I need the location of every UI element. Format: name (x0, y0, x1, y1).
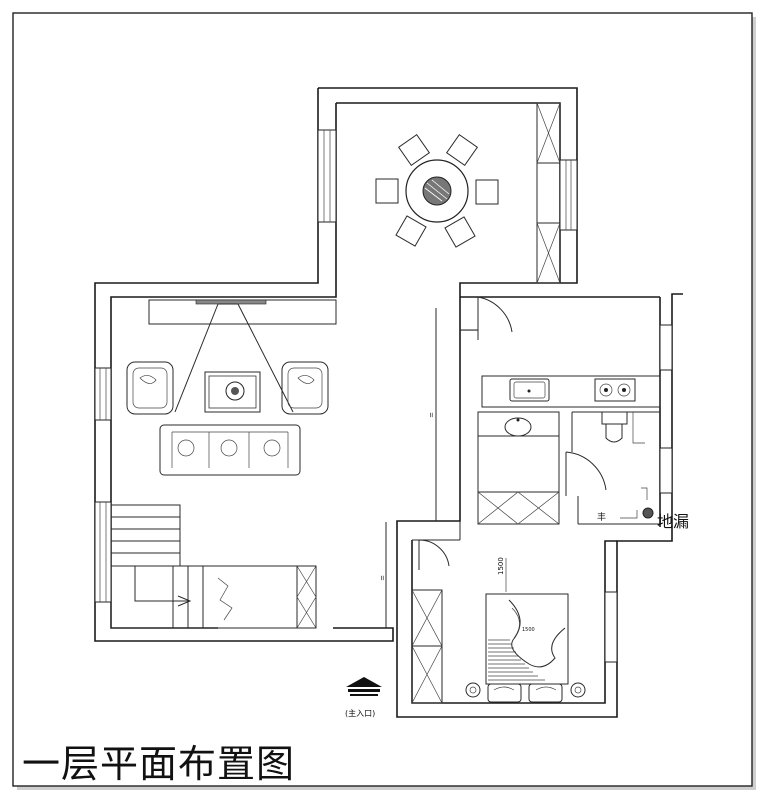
staircase (110, 504, 317, 629)
svg-text:丰: 丰 (597, 511, 606, 523)
entrance-marker: (主入口) (345, 677, 382, 718)
svg-text:=: = (378, 575, 386, 581)
dining-chairs (375, 133, 499, 248)
bed: 1500 (465, 593, 586, 703)
main-entrance-label: (主入口) (345, 708, 375, 718)
living-room: = = (126, 299, 437, 628)
bed-label: 1500 (522, 627, 535, 633)
page-border (12, 12, 753, 787)
page-title: 一层平面布置图 (22, 742, 296, 786)
windows (94, 129, 673, 663)
bed-dimension: 1500 (497, 557, 505, 575)
kitchen (477, 296, 661, 408)
bedroom: 1500 1500 (411, 521, 586, 704)
round-dining-table (405, 159, 469, 223)
floor-drain-label: 地漏 (657, 512, 689, 531)
svg-text:=: = (427, 412, 435, 418)
dining-area (375, 102, 561, 284)
bathroom: 丰 地漏 (477, 411, 689, 531)
